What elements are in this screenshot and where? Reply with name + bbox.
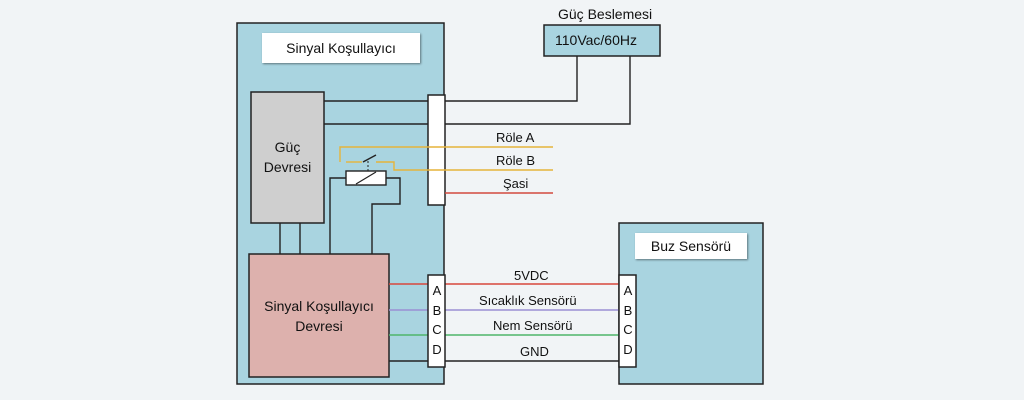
signal-5vdc-label: 5VDC: [514, 268, 549, 283]
signal-circuit-box: [248, 253, 390, 378]
right-pin-d: D: [623, 342, 633, 357]
relay-a-label: Röle A: [496, 130, 535, 145]
power-circuit-label: Güç Devresi: [251, 137, 324, 177]
left-pin-d: D: [432, 342, 442, 357]
power-circuit-line-1: Güç: [274, 139, 301, 155]
left-pin-a: A: [432, 283, 442, 298]
terminal-block-upper: [427, 94, 446, 206]
signal-humidity-label: Nem Sensörü: [493, 318, 573, 333]
signal-gnd-label: GND: [520, 344, 549, 359]
signal-circuit-line-2: Devresi: [295, 318, 343, 334]
chassis-label: Şasi: [503, 176, 529, 191]
relay-wire-a: [339, 146, 553, 162]
supply-line-1: [445, 56, 578, 102]
relay-coil-wire-2: [371, 177, 401, 254]
relay-switch-arm: [362, 154, 377, 163]
power-supply-box: [543, 24, 661, 57]
left-pin-b: B: [432, 303, 442, 318]
signal-circuit-line-1: Sinyal Koşullayıcı: [264, 298, 374, 314]
connector-right: [618, 274, 637, 368]
signal-temp-label: Sıcaklık Sensörü: [479, 293, 577, 308]
left-pin-c: C: [432, 322, 442, 337]
relay-coil-wire-1: [329, 177, 346, 254]
power-circuit-box: [250, 91, 325, 224]
sensor-title: Buz Sensörü: [635, 233, 747, 259]
power-supply-title: Güç Beslemesi: [558, 6, 653, 22]
right-pin-c: C: [623, 322, 633, 337]
right-pin-a: A: [623, 283, 633, 298]
right-pin-b: B: [623, 303, 633, 318]
signal-circuit-label: Sinyal Koşullayıcı Devresi: [249, 296, 389, 336]
relay-b-label: Röle B: [496, 153, 536, 168]
relay-coil-mark: [355, 171, 377, 185]
power-supply-rating: 110Vac/60Hz: [555, 32, 637, 48]
conditioner-title: Sinyal Koşullayıcı: [262, 33, 420, 63]
relay-wire-b2: [376, 161, 553, 171]
connector-left: [427, 274, 446, 368]
supply-line-2: [445, 56, 631, 125]
power-circuit-line-2: Devresi: [263, 159, 312, 175]
